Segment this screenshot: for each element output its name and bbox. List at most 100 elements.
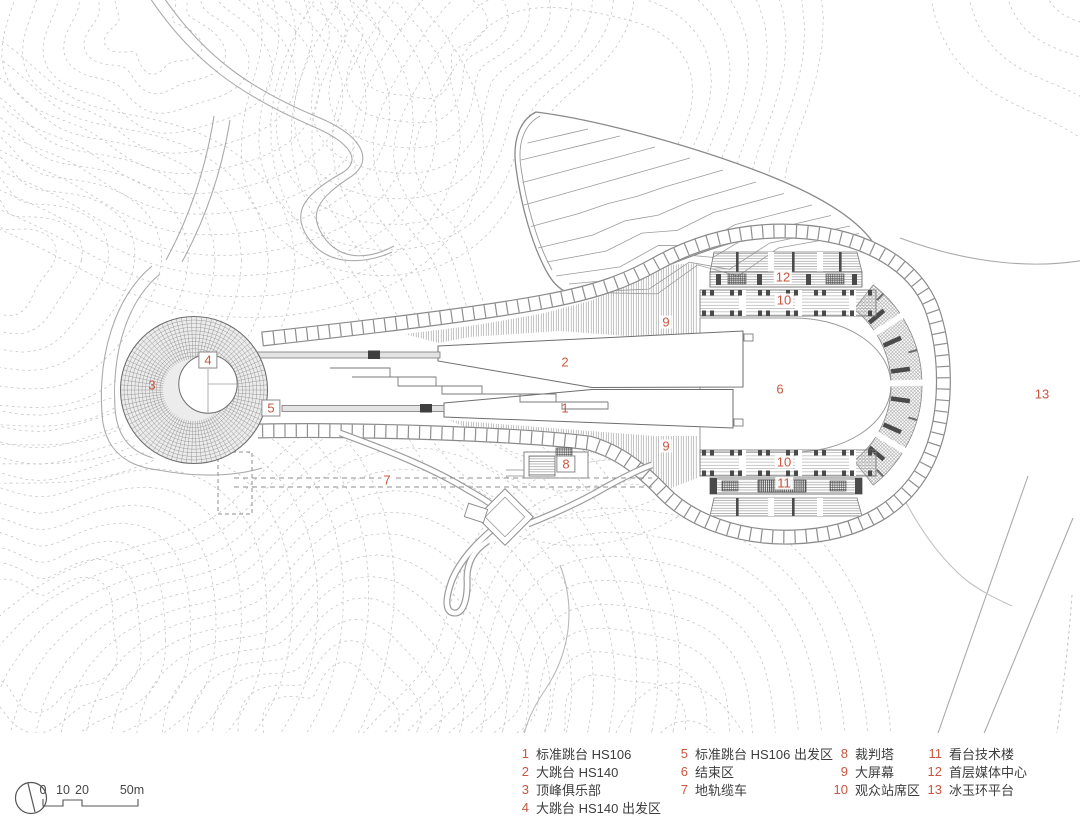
technical-grid-block [721, 480, 739, 492]
stand-gap [849, 450, 856, 476]
legend-item-number: 3 [521, 781, 529, 797]
legend-item-label: 裁判塔 [855, 746, 895, 762]
media-post [806, 274, 811, 285]
technical-dark-block [757, 479, 807, 493]
tier-slot [768, 498, 774, 516]
technical-end-block [710, 478, 717, 494]
contour-right-dashed [1056, 594, 1073, 733]
judges-tower [506, 447, 589, 479]
road-bottom-center [523, 564, 570, 733]
legend-item-label: 地轨缆车 [695, 782, 748, 798]
media-grid-block [825, 273, 845, 285]
legend-item-label: 大跳台 HS140 [536, 764, 619, 780]
stand-posts-south [702, 450, 872, 476]
funicular-station [217, 451, 253, 515]
legend-item: 6 结束区 [664, 762, 833, 780]
finish-stadium [699, 251, 925, 517]
tier-post [839, 252, 842, 272]
inrun-hs106-gate [420, 404, 432, 413]
media-post [716, 274, 721, 285]
road-to-summit-2 [181, 119, 231, 263]
judges-tower-block [528, 455, 556, 477]
legend-item-number: 10 [833, 781, 848, 797]
stand-gap [795, 450, 802, 476]
tier-slot [817, 252, 823, 272]
inrun-hs140-gate [368, 350, 380, 359]
track-hs140 [437, 330, 744, 389]
legend-item: 2 大跳台 HS140 [505, 762, 661, 780]
tier-post [792, 252, 795, 272]
track-end-step [733, 418, 744, 427]
road-topleft-2 [164, 0, 395, 257]
east-seating-arc [853, 284, 923, 486]
courtyard-lines [207, 369, 237, 413]
switchback-road [338, 429, 654, 617]
road-right-diagonal-2 [983, 517, 1074, 733]
annex-building [463, 502, 489, 524]
road-top-right [899, 237, 1080, 265]
legend-item-number: 4 [521, 800, 529, 816]
inrun-hs106 [281, 405, 445, 412]
funicular-line [217, 451, 652, 515]
legend-item-number: 11 [928, 745, 943, 761]
track-end-step [743, 333, 754, 342]
stand-gap [739, 290, 746, 316]
lower-tier-band [709, 497, 863, 517]
legend-item-label: 标准跳台 HS106 [536, 746, 632, 762]
scale-tick-10: 10 [56, 783, 70, 797]
legend-item-label: 标准跳台 HS106 出发区 [695, 746, 833, 762]
media-post [757, 274, 762, 285]
media-post [852, 274, 857, 285]
scale-bar-line [42, 799, 139, 807]
stand-gap [849, 290, 856, 316]
diamond-building [463, 488, 534, 546]
legend-item-number: 8 [840, 745, 848, 761]
road-to-summit [165, 115, 215, 261]
stand-posts-north [702, 290, 872, 316]
legend-item-label: 大屏幕 [855, 764, 895, 780]
legend-item-number: 5 [680, 745, 688, 761]
hatch-bottom-crescent [448, 420, 697, 491]
seating-dividers [867, 292, 925, 478]
hatch-top-crescent [405, 263, 697, 343]
summit-club-building [119, 315, 269, 465]
legend-item-label: 结束区 [695, 764, 735, 780]
legend-item: 3 顶峰俱乐部 [505, 780, 661, 798]
retaining-wall [100, 265, 159, 471]
technical-end-block [855, 478, 862, 494]
road-right-diagonal [937, 475, 1029, 733]
technical-grid-block [829, 480, 847, 492]
terrain-roads [100, 0, 1080, 733]
legend-item: 8 裁判塔 [820, 744, 920, 762]
legend-item-label: 看台技术楼 [949, 746, 1015, 762]
tier-post [736, 498, 739, 516]
tier-post [736, 252, 739, 272]
stand-gap [795, 290, 802, 316]
stand-gap [739, 450, 746, 476]
legend-item: 4 大跳台 HS140 出发区 [505, 799, 661, 817]
legend-item-number: 9 [840, 763, 848, 779]
legend-item: 11 看台技术楼 [914, 744, 1027, 762]
legend-item-number: 6 [680, 763, 688, 779]
north-arrow-icon [14, 781, 48, 815]
road-topleft [150, 0, 393, 262]
tier-slot [768, 252, 774, 272]
stepped-platform [330, 367, 609, 410]
legend-item-label: 大跳台 HS140 出发区 [536, 801, 661, 817]
north-stands [699, 251, 877, 317]
legend-item: 9 大屏幕 [820, 762, 920, 780]
legend-item-label: 顶峰俱乐部 [536, 782, 602, 798]
legend-item-number: 2 [521, 763, 529, 779]
legend-item: 5 标准跳台 HS106 出发区 [664, 744, 833, 762]
scale-tick-0: 0 [39, 783, 47, 797]
legend-item-number: 12 [927, 763, 942, 779]
